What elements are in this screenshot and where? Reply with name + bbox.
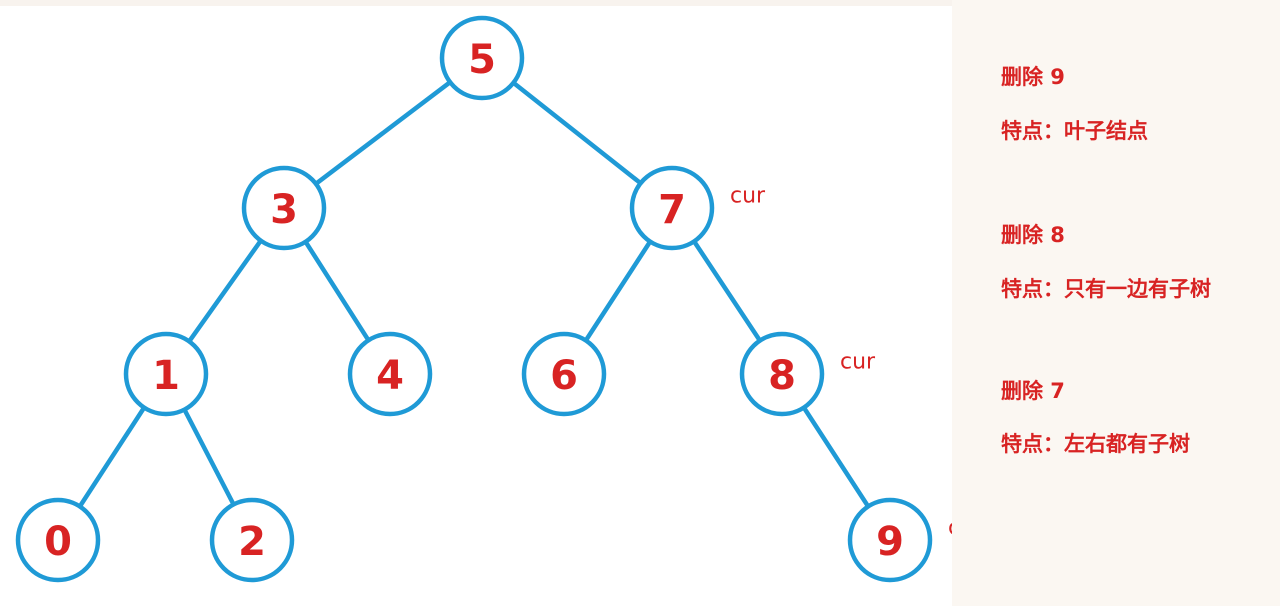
tree-node-circle — [629, 165, 715, 251]
tree-node-circle — [123, 331, 209, 417]
tree-node-label: 8 — [768, 353, 796, 399]
tree-edge — [303, 239, 371, 343]
binary-tree-diagram: 5 3 7 1 4 6 8 0 2 9 cur cur cur — [15, 15, 952, 583]
tree-node-label: 7 — [658, 187, 686, 233]
tree-node-circle — [15, 497, 101, 583]
tree-node-0: 0 — [15, 497, 101, 583]
cur-pointer-label: cur — [948, 516, 952, 541]
note-title-delete-8: 删除 8 — [1001, 223, 1065, 247]
tree-edge — [583, 239, 653, 343]
tree-node-circle — [521, 331, 607, 417]
note-feature-two-subtrees: 特点：左右都有子树 — [1001, 432, 1190, 456]
tree-node-label: 0 — [44, 519, 72, 565]
tree-node-7: 7 — [629, 165, 715, 251]
tree-node-label: 5 — [468, 37, 496, 83]
tree-node-6: 6 — [521, 331, 607, 417]
tree-edge — [182, 407, 236, 507]
tree-edge — [691, 239, 763, 343]
note-title-delete-9: 删除 9 — [1001, 65, 1065, 89]
tree-canvas — [0, 0, 952, 606]
note-feature-leaf: 特点：叶子结点 — [1001, 119, 1148, 143]
tree-edge — [511, 80, 643, 186]
deletion-notes: 删除 9 特点：叶子结点 删除 8 特点：只有一边有子树 删除 7 特点：左右都… — [1001, 0, 1276, 606]
tree-node-circle — [241, 165, 327, 251]
tree-edges — [77, 79, 871, 509]
tree-nodes: 5 3 7 1 4 6 8 0 2 9 — [15, 15, 933, 583]
notes-panel — [952, 0, 1280, 606]
tree-node-label: 9 — [876, 519, 904, 565]
note-feature-one-subtree: 特点：只有一边有子树 — [1001, 277, 1211, 301]
tree-node-label: 3 — [270, 187, 298, 233]
tree-node-8: 8 — [739, 331, 825, 417]
tree-node-circle — [739, 331, 825, 417]
cur-pointer-label: cur — [730, 184, 766, 209]
tree-edge — [186, 238, 264, 344]
tree-node-label: 1 — [152, 353, 180, 399]
tree-node-2: 2 — [209, 497, 295, 583]
tree-edge — [77, 405, 147, 509]
tree-edge — [801, 405, 871, 509]
cur-pointer-label: cur — [840, 350, 876, 375]
tree-node-label: 4 — [376, 353, 404, 399]
tree-node-circle — [439, 15, 525, 101]
tree-edge — [313, 79, 453, 187]
tree-node-5: 5 — [439, 15, 525, 101]
top-strip — [0, 0, 952, 6]
tree-node-circle — [347, 331, 433, 417]
tree-node-circle — [209, 497, 295, 583]
note-title-delete-7: 删除 7 — [1001, 379, 1065, 403]
cur-pointers: cur cur cur — [730, 184, 952, 541]
tree-node-circle — [847, 497, 933, 583]
tree-node-4: 4 — [347, 331, 433, 417]
tree-node-1: 1 — [123, 331, 209, 417]
tree-node-label: 6 — [550, 353, 578, 399]
tree-node-9: 9 — [847, 497, 933, 583]
tree-node-label: 2 — [238, 519, 266, 565]
tree-node-3: 3 — [241, 165, 327, 251]
